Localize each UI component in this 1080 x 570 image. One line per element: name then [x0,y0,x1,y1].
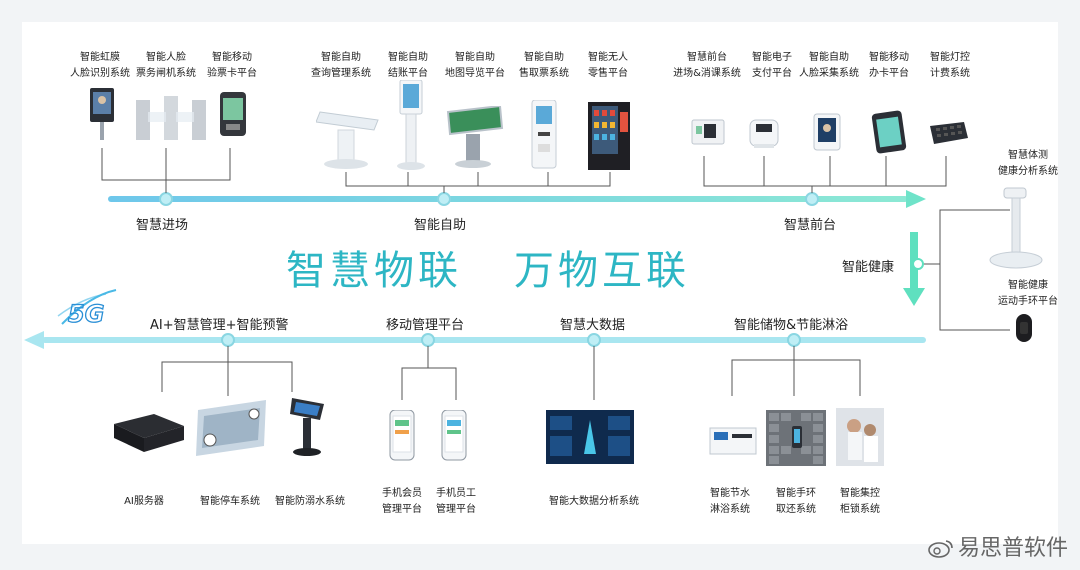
map-guide-kiosk-icon [446,106,504,168]
label-parking: 智能停车系统 [200,496,260,507]
water-meter-icon [709,427,757,455]
label-face-capture: 智能自助人脸采集系统 [799,52,859,79]
parking-map-icon [196,400,266,456]
face-capture-icon [813,113,841,151]
label-self-query: 智能自助查询管理系统 [311,52,371,79]
label-mobile-ticket: 智能移动验票卡平台 [207,52,257,79]
label-self-checkout: 智能自助结账平台 [388,52,428,79]
checkout-kiosk-icon [397,80,425,170]
axis-label-bigdata: 智慧大数据 [560,318,626,333]
query-kiosk-icon [316,111,379,169]
card-tablet-icon [871,110,907,154]
watermark-text: 易思普软件 [957,536,1068,561]
axis-label-mobile: 移动管理平台 [386,318,465,333]
slogan-iot: 智慧物联 [286,248,462,294]
label-self-ticket: 智能自助售取票系统 [519,52,569,79]
label-ai-server: AI服务器 [124,496,164,507]
payment-terminal-icon [749,119,779,148]
label-locker: 智能集控柜锁系统 [840,488,880,515]
axis-label-frontdesk: 智慧前台 [784,218,837,233]
label-mobile-card: 智能移动办卡平台 [869,52,909,79]
label-sport-band: 智能健康运动手环平台 [998,280,1058,307]
staff-phone-icon [441,410,467,461]
fitness-band-icon [1016,314,1032,342]
label-iris-face: 智能虹膜人脸识别系统 [70,52,130,79]
label-bigdata-system: 智能大数据分析系统 [549,496,639,507]
ticket-kiosk-icon [531,100,557,169]
watermark: 易思普软件 [928,530,1068,562]
label-unmanned-retail: 智能无人零售平台 [588,52,628,79]
bigdata-dashboard-icon [546,410,634,464]
mobile-ticket-icon [220,92,246,136]
label-anti-drowning: 智能防溺水系统 [275,496,345,507]
axis-label-selfservice: 智能自助 [414,218,467,233]
label-staff-app: 手机员工管理平台 [436,488,476,515]
slogan-connect: 万物互联 [514,248,690,294]
label-frontdesk-entry: 智慧前台进场&消课系统 [673,52,741,79]
axis-label-storage: 智能储物&节能淋浴 [734,318,849,333]
member-phone-icon [389,410,415,461]
vending-machine-icon [588,102,630,170]
light-control-box-icon [930,122,968,144]
body-composition-scale-icon [989,187,1043,269]
label-water-shower: 智能节水淋浴系统 [710,488,750,515]
weibo-logo-icon [928,538,954,558]
label-body-test: 智慧体测健康分析系统 [998,150,1058,177]
smart-locker-poster-icon [836,408,884,466]
label-light-control: 智能灯控计费系统 [930,52,970,79]
axis-label-ai: AI+智慧管理+智能预警 [150,318,289,333]
iris-face-terminal-icon [90,88,114,140]
label-self-map: 智能自助地图导览平台 [445,52,505,79]
label-member-app: 手机会员管理平台 [382,488,422,515]
axis-label-entry: 智慧进场 [136,218,189,233]
label-e-payment: 智能电子支付平台 [752,52,792,79]
axis-label-health: 智能健康 [842,260,895,275]
band-locker-icon [766,410,826,466]
5g-badge-icon: 5G [57,289,117,329]
entry-scanner-icon [691,119,725,145]
ai-server-icon [114,414,184,452]
5g-badge-text: 5G [68,300,104,328]
ticket-gate-icon [136,96,206,140]
anti-drowning-kiosk-icon [290,398,324,456]
label-ticket-gate: 智能人脸票务闸机系统 [136,52,196,79]
label-band-return: 智能手环取还系统 [776,488,816,515]
